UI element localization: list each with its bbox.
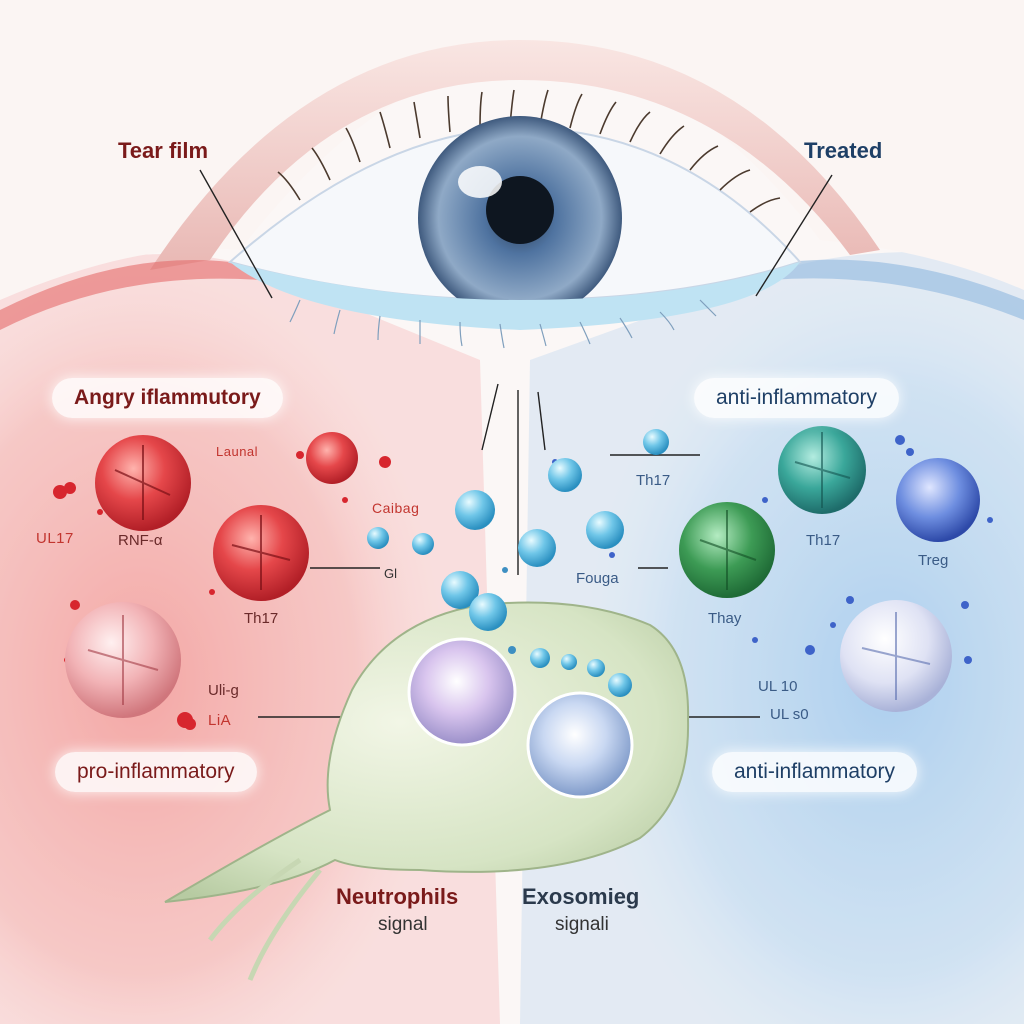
label-angry-inflammatory: Angry iflammutory [52, 378, 283, 418]
label-tnf: RNF-α [118, 532, 163, 549]
label-th17-left: Th17 [244, 610, 279, 627]
label-il10: UL 10 [758, 678, 798, 695]
label-th17-right-mid: Th17 [806, 532, 841, 549]
lacrimal-gland [164, 601, 690, 981]
cell-th17-left [213, 505, 309, 601]
tear-film-layer [230, 262, 800, 330]
cell-th17-right-top [778, 426, 866, 514]
cell-small-red [306, 432, 358, 484]
label-foxp3: Fouga [576, 570, 619, 587]
pupil [486, 176, 554, 244]
label-tear-film: Tear film [118, 138, 209, 163]
label-center-gl: Gl [384, 566, 397, 581]
cell-pale-red [65, 602, 181, 718]
exosome-bubbles [367, 429, 669, 697]
label-exosomes: Exosomieg [522, 884, 640, 909]
label-anti-inflammatory-top: anti-inflammatory [694, 378, 900, 418]
label-treated: Treated [804, 138, 883, 163]
label-il-la: LiA [208, 712, 232, 729]
label-signal-small: Launal [216, 444, 259, 459]
label-il-s0: UL s0 [770, 706, 809, 723]
leader-lines [199, 169, 833, 718]
label-thay: Thay [708, 610, 742, 627]
label-pro-inflammatory: pro-inflammatory [55, 752, 257, 792]
cell-il17 [95, 435, 191, 531]
label-th17-right-top: Th17 [636, 472, 671, 489]
label-neutrophils-signal: signal [378, 914, 428, 935]
label-center-top: Caibag [372, 500, 420, 516]
label-neutrophils: Neutrophils [336, 884, 459, 909]
cell-pale-blue [840, 600, 952, 712]
cell-green [679, 502, 775, 598]
label-il6: Uli-g [208, 682, 239, 699]
label-anti-inflammatory-bottom: anti-inflammatory [712, 752, 918, 792]
label-exosomes-signal: signali [555, 914, 609, 935]
cytokine-dots-blue [552, 435, 993, 664]
cell-treg [896, 458, 980, 542]
label-il17: UL17 [36, 530, 74, 547]
label-treg: Treg [918, 552, 949, 569]
